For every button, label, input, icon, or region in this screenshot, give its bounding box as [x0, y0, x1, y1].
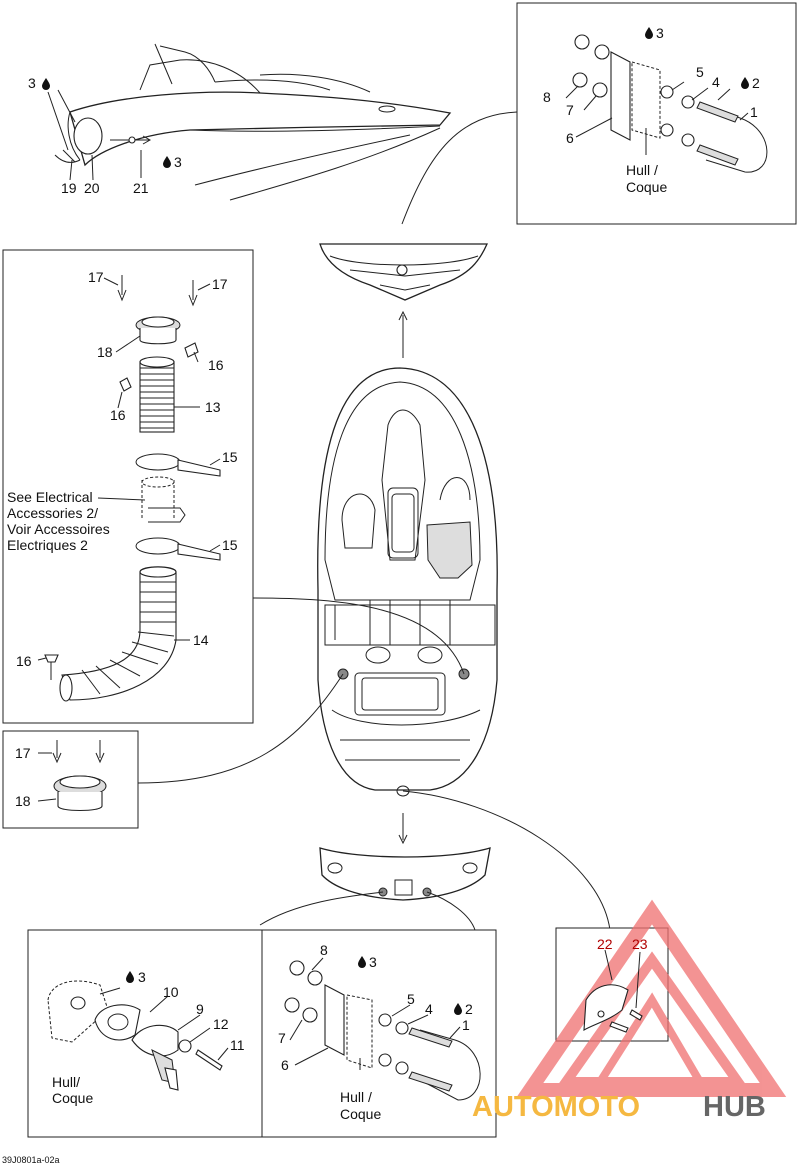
coque-label-bottom-left: Coque	[52, 1090, 93, 1106]
callout-12: 12	[213, 1016, 229, 1032]
callout-17: 17	[15, 745, 31, 761]
callout-14: 14	[193, 632, 209, 648]
callout-5: 5	[407, 991, 415, 1007]
callout-13: 13	[205, 399, 221, 415]
callout-16: 16	[16, 653, 32, 669]
hull-label-top: Hull /	[626, 162, 658, 178]
callout-9: 9	[196, 1001, 204, 1017]
callout-2: 2	[465, 1001, 473, 1017]
boat-side-view	[47, 43, 452, 201]
vent-hose-assembly	[37, 275, 221, 702]
callout-3: 3	[369, 954, 377, 970]
callout-3: 3	[656, 25, 664, 41]
note-see-electrical-3: Voir Accessoires	[7, 521, 110, 537]
callout-6: 6	[566, 130, 574, 146]
callout-3: 3	[138, 969, 146, 985]
detail-box-top-right	[516, 2, 797, 225]
callout-8: 8	[543, 89, 551, 105]
callout-15: 15	[222, 449, 238, 465]
drop-icon	[42, 78, 50, 90]
callout-7: 7	[278, 1030, 286, 1046]
eyebolt-assembly-top	[565, 34, 768, 173]
callout-3: 3	[174, 154, 182, 170]
callout-11: 11	[230, 1037, 245, 1053]
callout-2: 2	[752, 75, 760, 91]
detail-box-vent-hose	[2, 249, 254, 724]
bow-front-view	[319, 111, 518, 301]
eyebolt-assembly-bottom	[284, 957, 481, 1101]
callout-17: 17	[212, 276, 228, 292]
cover-assembly	[583, 949, 643, 1033]
callout-10: 10	[163, 984, 179, 1000]
callout-4: 4	[425, 1001, 433, 1017]
vent-cover-assembly	[37, 740, 107, 812]
watercraft-top-view	[317, 367, 498, 797]
callout-5: 5	[696, 64, 704, 80]
note-see-electrical-2: Accessories 2/	[7, 505, 98, 521]
coque-label-bottom-mid: Coque	[340, 1106, 381, 1122]
callout-15: 15	[222, 537, 238, 553]
callout-16: 16	[110, 407, 126, 423]
callout-23: 23	[632, 936, 648, 952]
callout-22: 22	[597, 936, 613, 952]
callout-8: 8	[320, 942, 328, 958]
callout-17: 17	[88, 269, 104, 285]
watermark-brand-a: AUTOMOTO	[472, 1091, 640, 1123]
drain-plug-assembly	[47, 980, 229, 1091]
callout-18: 18	[15, 793, 31, 809]
callout-1: 1	[750, 104, 758, 120]
drop-icon	[163, 156, 171, 168]
note-see-electrical-4: Electriques 2	[7, 537, 88, 553]
hull-label-bottom-left: Hull/	[52, 1074, 80, 1090]
callout-7: 7	[566, 102, 574, 118]
callout-6: 6	[281, 1057, 289, 1073]
watermark-brand: AUTOMOTO HUB	[472, 1091, 766, 1123]
note-see-electrical-1: See Electrical	[7, 489, 93, 505]
callout-1: 1	[462, 1017, 470, 1033]
watermark-brand-b: HUB	[703, 1091, 766, 1123]
callout-16: 16	[208, 357, 224, 373]
stern-rear-view	[259, 847, 491, 931]
coque-label-top: Coque	[626, 179, 667, 195]
callout-19: 19	[61, 180, 77, 196]
callout-21: 21	[133, 180, 149, 196]
callout-4: 4	[712, 74, 720, 90]
callout-18: 18	[97, 344, 113, 360]
callout-20: 20	[84, 180, 100, 196]
document-code: 39J0801a-02a	[2, 1155, 60, 1165]
hull-label-bottom-mid: Hull /	[340, 1089, 372, 1105]
callout-3: 3	[28, 75, 36, 91]
